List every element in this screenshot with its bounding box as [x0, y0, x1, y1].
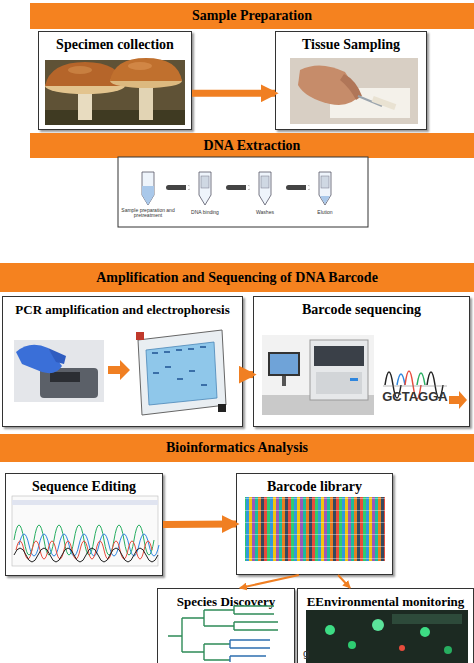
- flow-arrow: [240, 575, 299, 588]
- flow-arrow: [243, 371, 253, 378]
- sequencer-photo: [262, 335, 374, 415]
- section-band: DNA Extraction: [30, 133, 474, 158]
- box-title: Specimen collection: [39, 37, 191, 53]
- illustration-label: DNA binding: [183, 210, 227, 215]
- process-box: Species Discovery: [157, 588, 295, 663]
- box-title: Sequence Editing: [6, 479, 162, 495]
- tissue-sampling-photo: [290, 58, 418, 124]
- section-band: Amplification and Sequencing of DNA Barc…: [0, 263, 474, 292]
- section-band: Bioinformatics Analysis: [0, 434, 474, 462]
- box-title: Tissue Sampling: [276, 37, 426, 53]
- flow-arrow: [163, 521, 236, 529]
- pcr-photo: [14, 340, 104, 402]
- illustration-label: GCTAGGA: [381, 390, 449, 404]
- phylogenetic-tree: [168, 606, 278, 662]
- box-title: Barcode library: [237, 479, 392, 495]
- box-title: PCR amplification and electrophoresis: [3, 302, 242, 318]
- process-box: PCR amplification and electrophoresis: [2, 296, 243, 427]
- barcode-stripes: [245, 497, 385, 561]
- process-box: Barcode library: [236, 473, 393, 575]
- process-box: Sequence Editing: [5, 473, 163, 576]
- illustration-label: Elution: [303, 210, 347, 215]
- box-title: Barcode sequencing: [254, 302, 469, 318]
- flow-arrow: [338, 575, 350, 588]
- inner-arrow: [449, 391, 467, 409]
- illustration-label: Sample preparation and pretreatment: [120, 208, 176, 219]
- process-box: Tissue Sampling: [275, 31, 427, 130]
- inner-arrow: [108, 360, 130, 380]
- flow-arrow: [192, 90, 275, 97]
- sequence-trace: [12, 496, 159, 566]
- process-box: Specimen collection: [38, 31, 192, 130]
- environment-photo: [306, 610, 468, 663]
- section-title: DNA Extraction: [204, 138, 301, 154]
- illustration-label: g: [300, 648, 312, 660]
- section-band: Sample Preparation: [30, 3, 474, 29]
- section-title: Amplification and Sequencing of DNA Barc…: [96, 270, 378, 286]
- process-box: Barcode sequencing: [253, 296, 470, 427]
- section-title: Sample Preparation: [192, 8, 312, 24]
- section-title: Bioinformatics Analysis: [166, 440, 308, 456]
- dna-extraction-illustration: [118, 157, 368, 227]
- mushroom-photo: [45, 58, 185, 125]
- process-box: EEnvironmental monitoring: [297, 588, 474, 663]
- box-title: Species Discovery: [158, 594, 294, 610]
- box-title: EEnvironmental monitoring: [298, 594, 473, 610]
- electrophoresis-illustration: [136, 330, 226, 415]
- illustration-label: Washes: [243, 210, 287, 215]
